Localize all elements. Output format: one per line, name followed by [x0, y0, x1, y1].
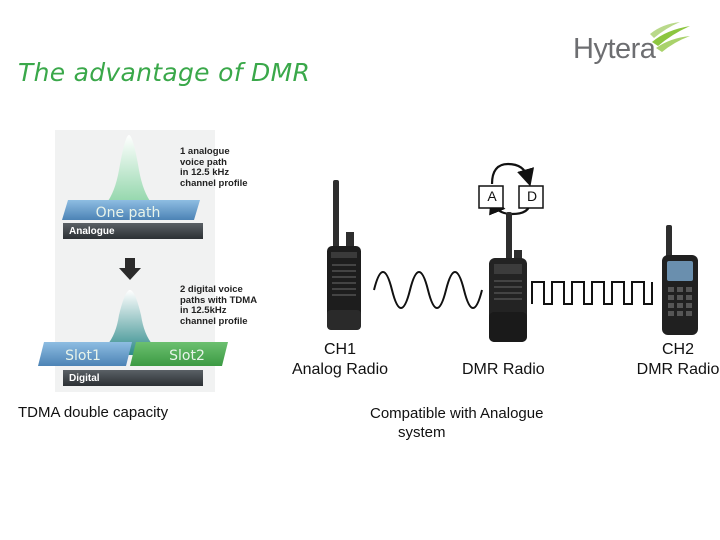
dmr-keypad-radio-icon	[662, 225, 698, 335]
analogue-bar	[63, 223, 203, 239]
analogue-bar-label: Analogue	[69, 226, 115, 237]
ch2-line: CH2	[661, 341, 694, 358]
caption-line: Compatible with Analogue	[370, 405, 544, 422]
ch1-line: CH1	[323, 341, 356, 358]
down-arrow-icon	[119, 258, 141, 280]
note-line: paths with TDMA	[180, 294, 258, 306]
ch2-label: CH2 DMR Radio	[628, 340, 720, 380]
dmr-label: DMR Radio	[462, 361, 545, 378]
caption-line: system	[398, 424, 446, 441]
note-line: in 12.5 kHz	[180, 167, 230, 178]
dmr-radio-icon	[489, 212, 527, 342]
analogue-note: 1 analogue voice path in 12.5 kHz channe…	[180, 146, 248, 189]
note-line: 2 digital voice	[180, 284, 243, 295]
compatibility-caption: Compatible with Analogue system	[370, 404, 543, 442]
analog-radio-icon	[327, 180, 361, 330]
ad-conversion-diagram	[478, 162, 544, 216]
logo-text: Hytera	[573, 33, 656, 65]
slot1-label: Slot1	[65, 348, 101, 364]
analog-wave	[373, 271, 483, 309]
note-line: 1 analogue	[180, 146, 230, 157]
one-path-label: One path	[95, 205, 161, 221]
ch1-label: CH1 Analog Radio	[280, 340, 400, 380]
digital-wave	[531, 281, 653, 305]
ch1-line: Analog Radio	[291, 361, 389, 378]
slot1-box	[38, 342, 132, 366]
note-line: channel profile	[180, 177, 248, 189]
digital-bar-label: Digital	[69, 373, 100, 384]
note-line: in 12.5kHz	[180, 305, 227, 316]
d-box	[518, 185, 544, 209]
slot2-label: Slot2	[169, 348, 205, 364]
slot2-box	[130, 342, 228, 366]
note-line: voice path	[180, 156, 227, 168]
ch2-line: DMR Radio	[636, 361, 720, 378]
d-label: D	[526, 188, 538, 204]
digital-note: 2 digital voice paths with TDMA in 12.5k…	[180, 284, 258, 327]
tdma-caption: TDMA double capacity	[18, 404, 169, 421]
page-title: The advantage of DMR	[18, 58, 311, 87]
one-path-box	[62, 200, 200, 220]
note-line: channel profile	[180, 315, 248, 327]
a-label: A	[487, 188, 497, 204]
digital-bar	[63, 370, 203, 386]
logo-wings-icon	[650, 22, 690, 52]
a-box	[478, 185, 504, 209]
hytera-logo: Hytera	[573, 33, 656, 66]
